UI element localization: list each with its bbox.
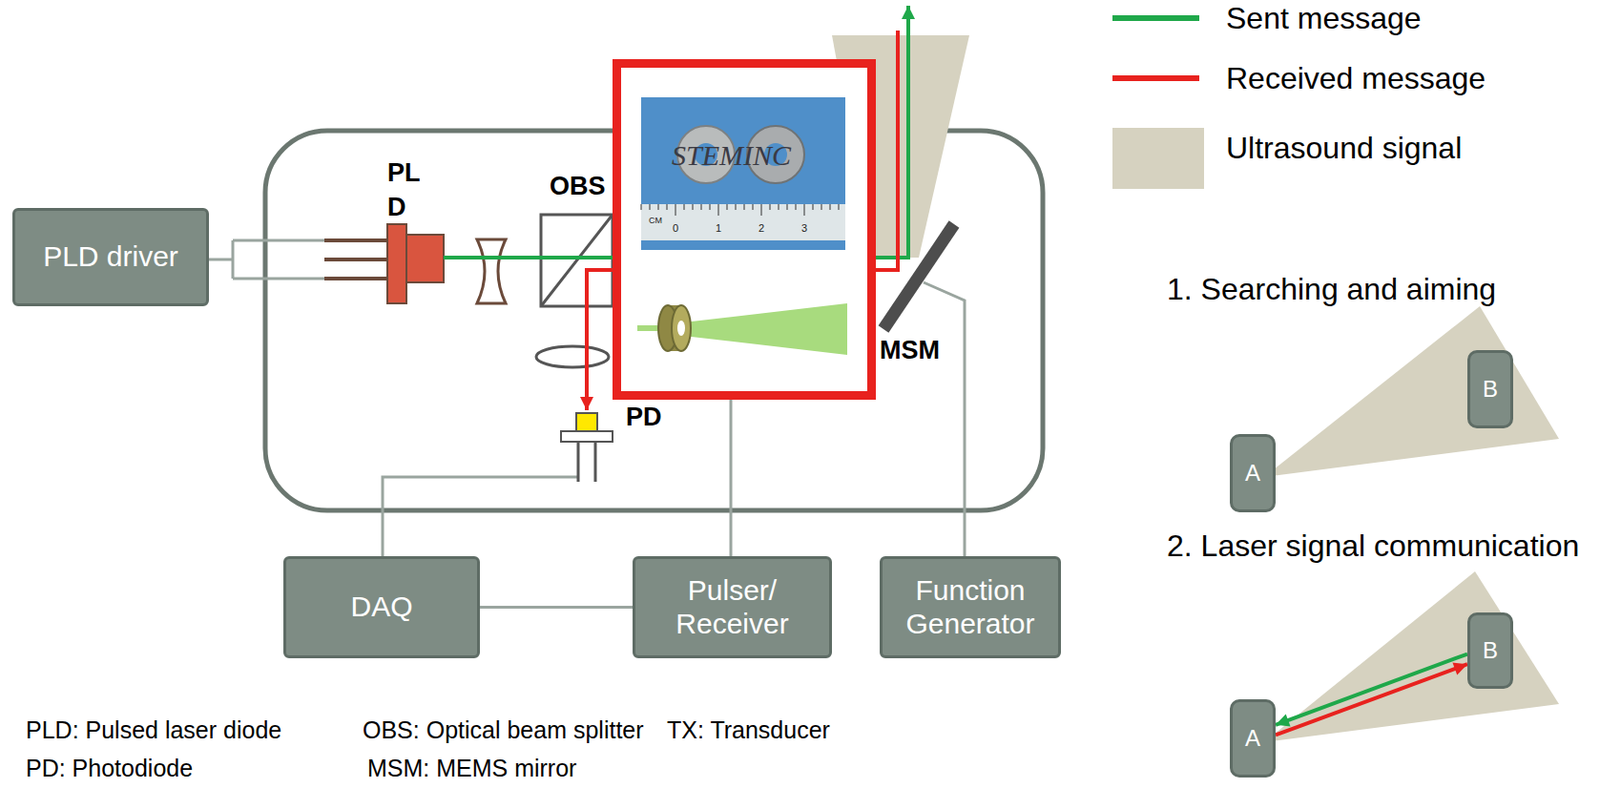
node-text: A bbox=[1245, 459, 1261, 487]
ruler-unit: CM bbox=[648, 215, 663, 226]
part-label: MSM bbox=[879, 335, 940, 365]
transducer-hole bbox=[677, 320, 686, 336]
beam-splitter-cube bbox=[540, 214, 613, 307]
beam-splitter-diagonal bbox=[540, 214, 613, 307]
focusing-lens bbox=[536, 346, 609, 368]
ruler-number: 1 bbox=[715, 222, 722, 235]
received-laser-path bbox=[586, 30, 898, 411]
connector bbox=[1275, 664, 1468, 735]
legend-line-sample bbox=[1112, 15, 1200, 21]
abbreviation-note: PLD: Pulsed laser diode bbox=[25, 714, 282, 746]
step-ultrasound-beam bbox=[1264, 306, 1559, 478]
photodiode-legs bbox=[578, 441, 596, 482]
sent-laser-path bbox=[443, 5, 909, 258]
photodiode-chip bbox=[576, 413, 598, 432]
part-label: PD bbox=[625, 402, 663, 432]
device-box: DAQ bbox=[283, 556, 480, 659]
step-ultrasound-beam bbox=[1264, 571, 1559, 743]
ruler-number: 3 bbox=[801, 222, 808, 235]
station-box: A bbox=[1229, 699, 1276, 778]
legend-text: Sent message bbox=[1225, 0, 1422, 37]
legend-text: Ultrasound signal bbox=[1225, 129, 1462, 167]
step-heading: 2. Laser signal communication bbox=[1166, 527, 1580, 564]
legend-text: Received message bbox=[1225, 60, 1486, 97]
abbreviation-note: PD: Photodiode bbox=[25, 752, 193, 784]
abbreviation-note: TX: Transducer bbox=[666, 714, 831, 746]
node-text: B bbox=[1482, 637, 1498, 665]
driver-wire bbox=[208, 240, 325, 279]
photodiode-base bbox=[561, 431, 613, 442]
connector bbox=[1275, 654, 1468, 726]
node-text: PLD driver bbox=[42, 240, 179, 274]
station-box: A bbox=[1229, 434, 1276, 513]
device-box: Function Generator bbox=[879, 556, 1061, 659]
ultrasound-cone bbox=[683, 303, 848, 355]
photo-ruler bbox=[641, 204, 846, 241]
station-box: B bbox=[1467, 350, 1514, 429]
ruler-number: 2 bbox=[758, 222, 765, 235]
node-text: DAQ bbox=[350, 590, 413, 624]
node-text: A bbox=[1245, 725, 1261, 752]
transducer-inset bbox=[617, 63, 873, 396]
legend-line-sample bbox=[1112, 75, 1200, 82]
diode-body bbox=[406, 234, 444, 283]
node-text: Pulser/ Receiver bbox=[670, 574, 795, 641]
node-text: Function Generator bbox=[898, 574, 1042, 641]
diode-flange bbox=[387, 224, 407, 304]
diode-pins bbox=[324, 240, 388, 279]
connector bbox=[479, 605, 633, 609]
photodiode-wire bbox=[382, 477, 579, 557]
ruler-number: 0 bbox=[672, 222, 679, 235]
abbreviation-note: MSM: MEMS mirror bbox=[367, 752, 577, 784]
step-heading: 1. Searching and aiming bbox=[1166, 270, 1497, 308]
mirror-wire bbox=[923, 282, 965, 557]
station-box: B bbox=[1467, 612, 1514, 689]
concave-lens bbox=[477, 239, 506, 304]
device-box: PLD driver bbox=[12, 207, 209, 307]
legend-swatch bbox=[1112, 127, 1205, 189]
part-label: OBS bbox=[549, 171, 606, 201]
part-label: PL D bbox=[387, 155, 428, 225]
transducer-face bbox=[671, 305, 691, 352]
abbreviation-note: OBS: Optical beam splitter bbox=[362, 714, 645, 746]
node-text: B bbox=[1482, 375, 1498, 403]
photo-watermark: STEMINC bbox=[671, 139, 791, 172]
transducer-photo bbox=[641, 97, 846, 250]
device-box: Pulser/ Receiver bbox=[632, 556, 832, 659]
ruler-ticks bbox=[641, 204, 839, 216]
transducer-wire bbox=[729, 399, 733, 557]
mems-mirror bbox=[883, 224, 955, 330]
